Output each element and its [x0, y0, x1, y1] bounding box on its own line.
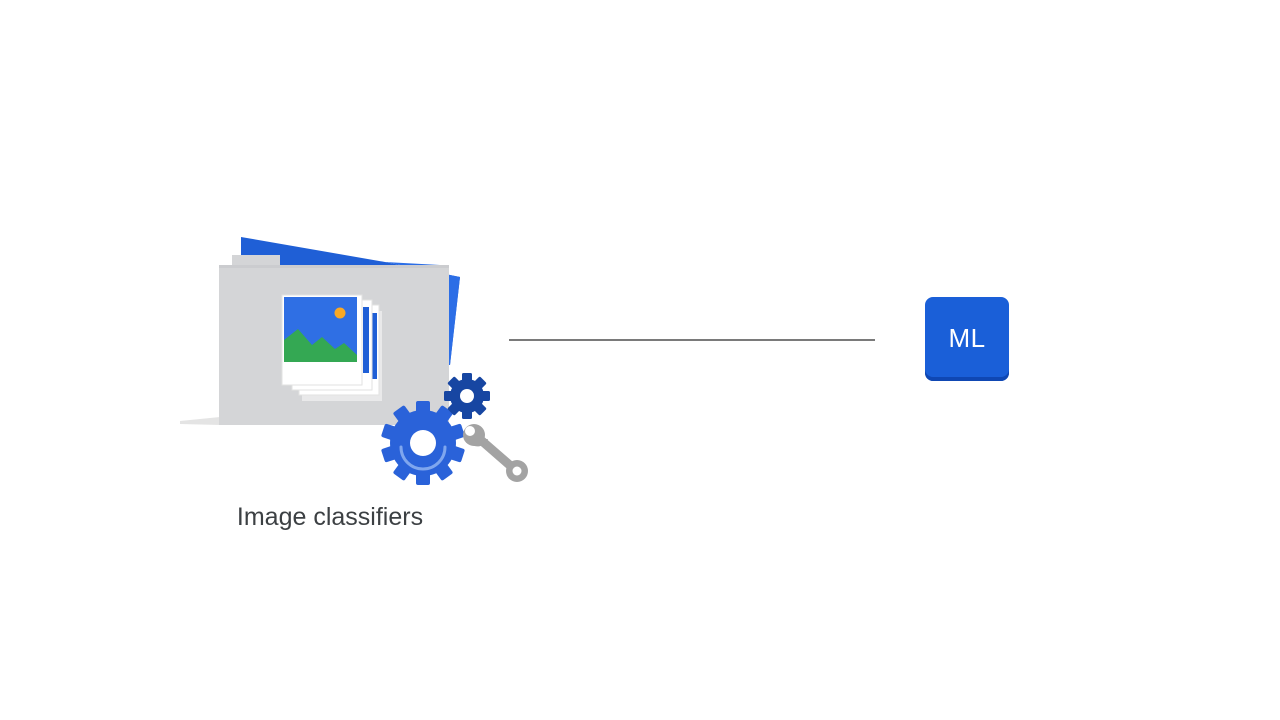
photo-stack-icon: [281, 294, 382, 401]
image-classifiers-caption: Image classifiers: [236, 503, 424, 531]
small-gear-icon: [444, 373, 490, 419]
folder-shadow: [180, 417, 220, 425]
wrench-icon: [463, 424, 528, 482]
connector-line: [509, 339, 875, 341]
ml-label: ML: [948, 322, 986, 353]
image-classifiers-illustration: [180, 237, 528, 485]
large-gear-icon: [381, 401, 465, 485]
ml-badge: ML: [925, 297, 1009, 381]
